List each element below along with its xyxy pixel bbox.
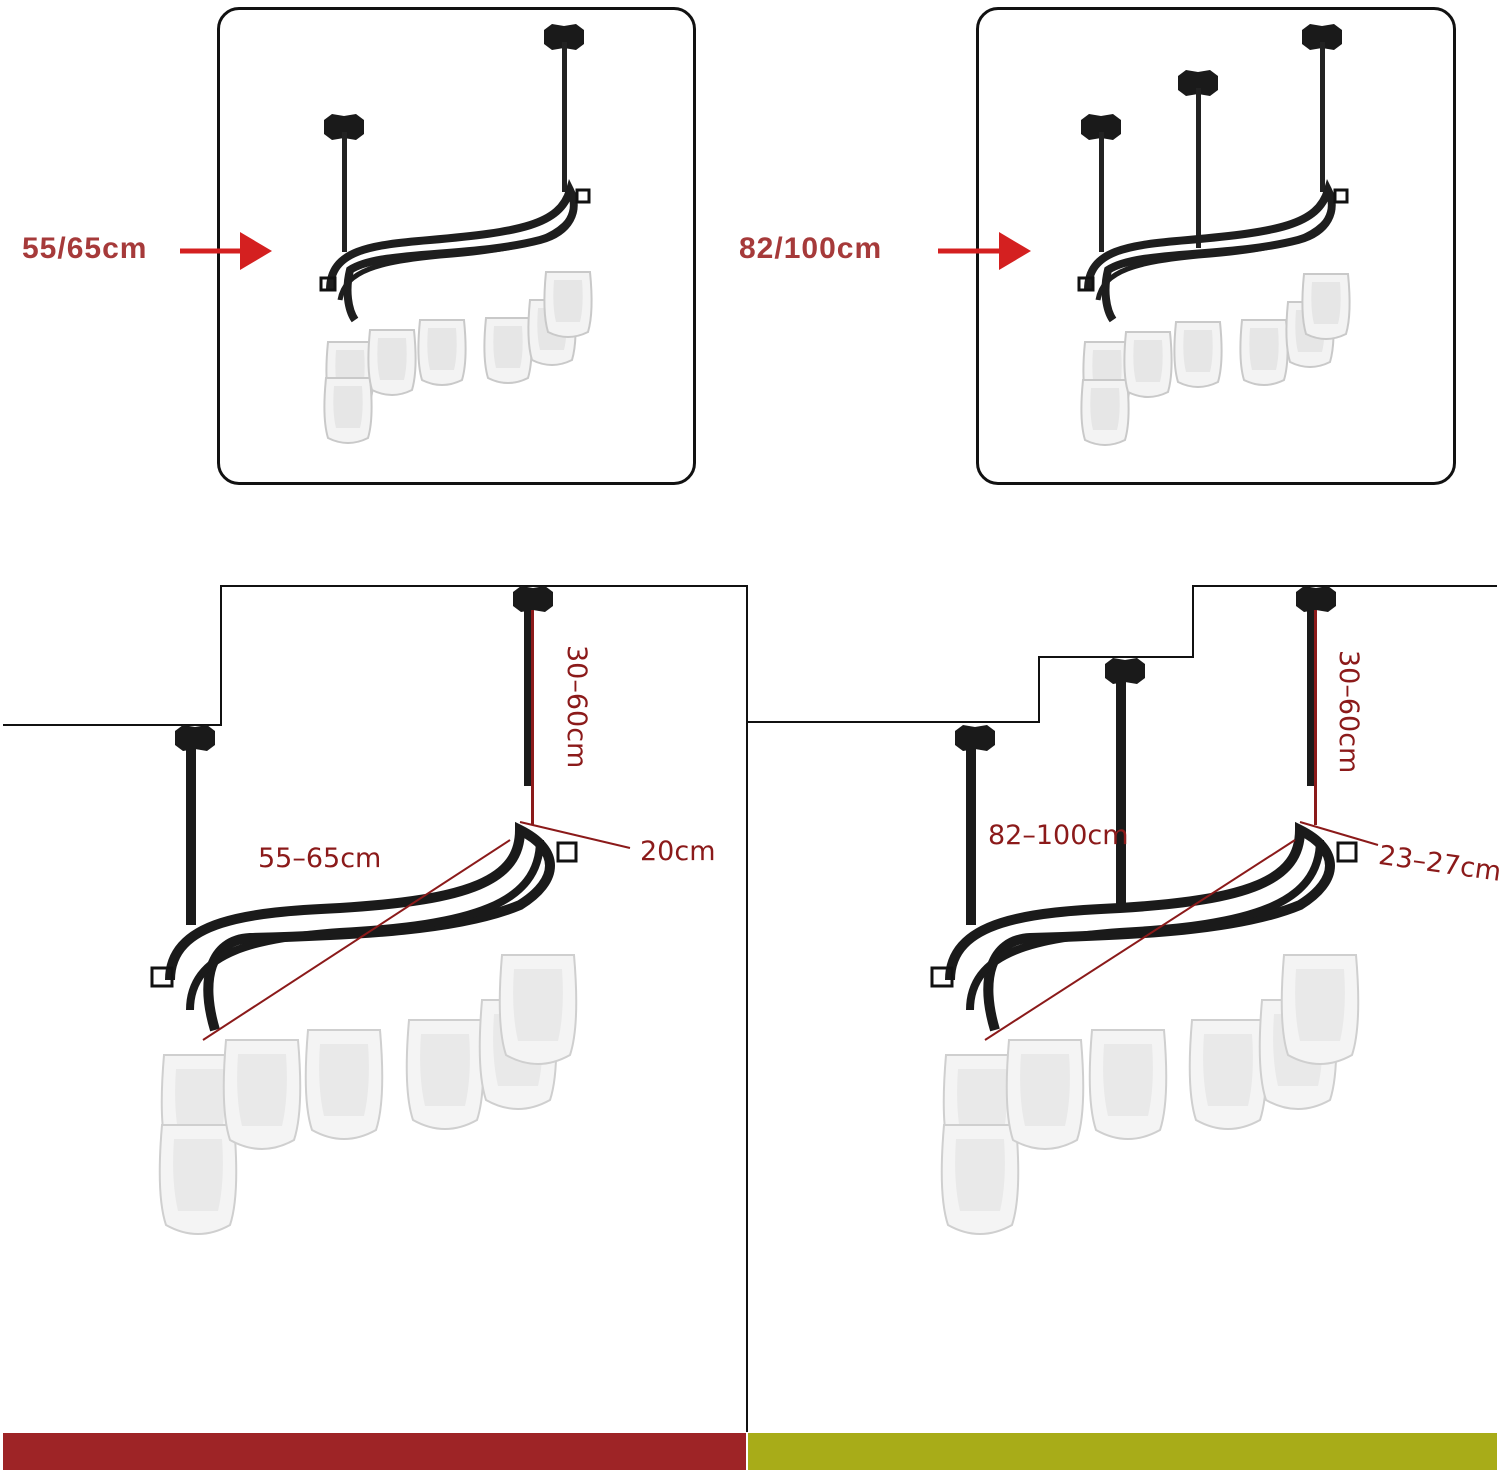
color-bar-left (3, 1433, 746, 1470)
right-height-label: 30–60cm (1333, 650, 1364, 774)
right-rack-diagram (930, 586, 1379, 1235)
color-bar-right (748, 1433, 1497, 1470)
large-rack-thumbnail (938, 24, 1351, 446)
panel-small-rack (217, 7, 696, 485)
left-depth-label: 20cm (640, 836, 716, 867)
ceiling-outline (3, 585, 1497, 1432)
left-length-label: 55–65cm (258, 843, 382, 874)
size-label-large: 82/100cm (739, 232, 883, 265)
left-rack-diagram (150, 586, 631, 1235)
size-label-small: 55/65cm (22, 232, 148, 265)
small-rack-thumbnail (180, 24, 593, 444)
left-height-label: 30–60cm (561, 645, 592, 769)
right-length-label: 82–100cm (988, 820, 1129, 851)
